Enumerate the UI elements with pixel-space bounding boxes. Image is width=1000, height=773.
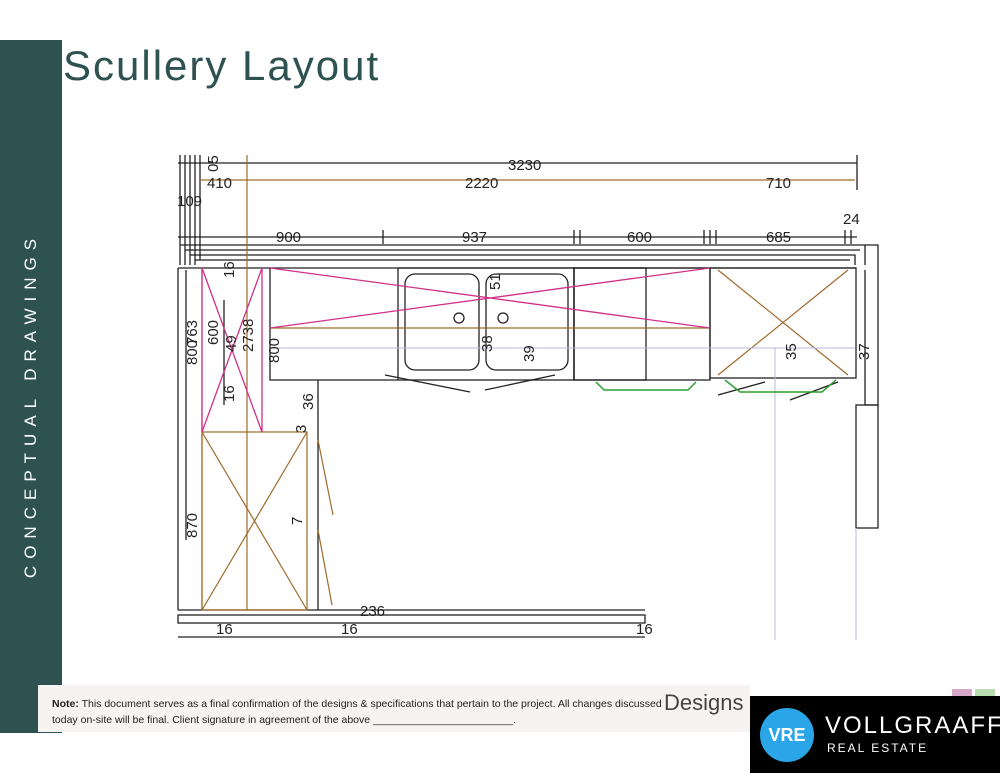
dim-800-left: 800 [184, 340, 201, 365]
dim-763: 763 [184, 320, 201, 345]
dim-36: 36 [300, 393, 317, 410]
dim-870: 870 [184, 513, 201, 538]
dim-16-b: 16 [341, 621, 358, 638]
dim-2738: 2738 [240, 319, 257, 352]
dim-937: 937 [462, 229, 487, 246]
dim-16-a: 16 [216, 621, 233, 638]
company-logo: VRE VOLLGRAAFF REAL ESTATE [750, 696, 1000, 773]
dim-109: 109 [177, 193, 202, 210]
dim-2220: 2220 [465, 175, 498, 192]
dim-total-width: 3230 [508, 157, 541, 174]
dim-49: 49 [223, 335, 240, 352]
dim-900: 900 [276, 229, 301, 246]
dim-236: 236 [360, 603, 385, 620]
dim-600-v: 600 [205, 320, 222, 345]
dim-05: 05 [205, 155, 222, 172]
dim-39: 39 [521, 345, 538, 362]
logo-subtitle: REAL ESTATE [827, 741, 929, 755]
dim-7: 7 [289, 517, 306, 525]
dim-600: 600 [627, 229, 652, 246]
note-box: Note: This document serves as a final co… [38, 685, 750, 732]
note-body: This document serves as a final confirma… [52, 698, 662, 726]
dim-410: 410 [207, 175, 232, 192]
pink-swatch [952, 689, 972, 696]
scullery-floor-plan: 3230 410 2220 710 109 05 900 937 600 685… [177, 155, 879, 640]
dim-16-c: 16 [636, 621, 653, 638]
dim-38: 38 [479, 335, 496, 352]
dim-37: 37 [856, 343, 873, 360]
logo-name: VOLLGRAAFF [825, 712, 1000, 739]
note-label: Note: [52, 698, 79, 710]
dim-3: 3 [293, 425, 310, 433]
dim-800: 800 [266, 338, 283, 363]
dim-35: 35 [783, 343, 800, 360]
dim-685: 685 [766, 229, 791, 246]
dim-710: 710 [766, 175, 791, 192]
dim-24: 24 [843, 211, 860, 228]
logo-mark: VRE [760, 708, 814, 762]
note-text: Note: This document serves as a final co… [52, 696, 672, 728]
dim-16-bottom: 16 [221, 385, 238, 402]
dim-16-top: 16 [221, 261, 238, 278]
dim-51: 51 [487, 273, 504, 290]
sidebar: CONCEPTUAL DRAWINGS [0, 40, 62, 733]
green-swatch [975, 689, 995, 696]
designs-label: Designs [664, 690, 744, 715]
page-title: Scullery Layout [63, 42, 381, 89]
